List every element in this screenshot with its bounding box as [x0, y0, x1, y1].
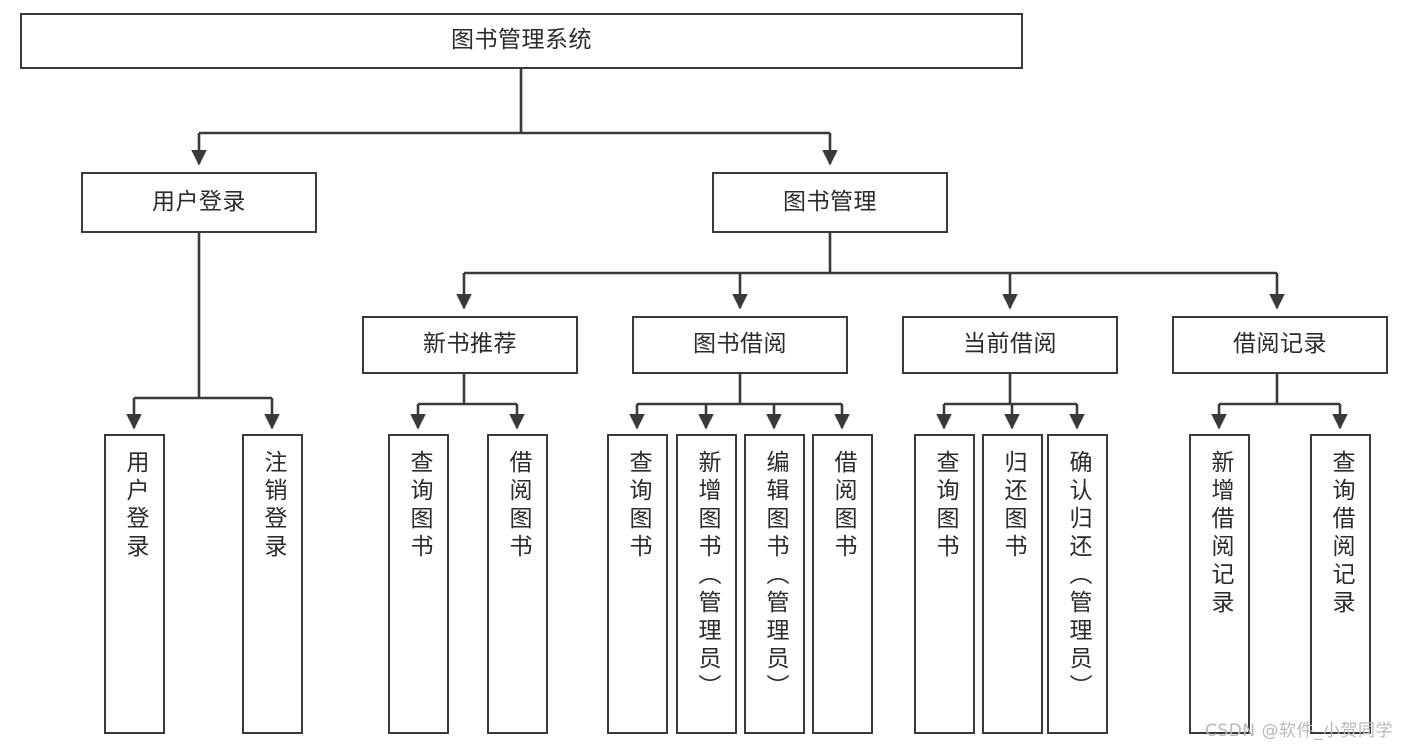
node-leaf-edit-book-admin[interactable]: 编辑图书（管理员）	[744, 434, 805, 734]
node-leaf-confirm-return-admin[interactable]: 确认归还（管理员）	[1047, 434, 1108, 734]
node-root[interactable]: 图书管理系统	[20, 13, 1023, 69]
node-label: 图书管理	[783, 188, 877, 215]
node-leaf-user-login[interactable]: 用户登录	[104, 434, 165, 734]
node-label: 用户登录	[122, 450, 148, 562]
node-leaf-borrow-book[interactable]: 借阅图书	[812, 434, 873, 734]
node-label: 用户登录	[152, 188, 246, 215]
node-label: 新增借阅记录	[1207, 450, 1233, 618]
node-label: 确认归还（管理员）	[1065, 450, 1091, 702]
node-label: 注销登录	[260, 450, 286, 562]
node-leaf-add-book-admin[interactable]: 新增图书（管理员）	[676, 434, 737, 734]
node-label: 借阅图书	[505, 450, 531, 562]
node-label: 图书借阅	[693, 331, 787, 358]
node-label: 编辑图书（管理员）	[762, 450, 788, 702]
node-label: 归还图书	[1000, 450, 1026, 562]
node-level3-book-borrowing[interactable]: 图书借阅	[632, 316, 848, 374]
node-leaf-logout[interactable]: 注销登录	[242, 434, 303, 734]
node-label: 查询图书	[932, 450, 958, 562]
node-level3-current-borrowing[interactable]: 当前借阅	[902, 316, 1118, 374]
node-label: 新书推荐	[423, 331, 517, 358]
node-label: 当前借阅	[963, 331, 1057, 358]
node-level2-user-login[interactable]: 用户登录	[81, 172, 317, 233]
node-label: 查询图书	[406, 450, 432, 562]
node-leaf-query-book-rec[interactable]: 查询图书	[388, 434, 449, 734]
node-label: 借阅图书	[830, 450, 856, 562]
node-leaf-return-book[interactable]: 归还图书	[982, 434, 1043, 734]
csdn-watermark: CSDN @软件_小贺同学	[1205, 721, 1393, 741]
node-label: 图书管理系统	[451, 27, 592, 54]
node-leaf-borrow-book-rec[interactable]: 借阅图书	[487, 434, 548, 734]
node-level3-new-book-recommendation[interactable]: 新书推荐	[362, 316, 578, 374]
node-leaf-query-borrow-record[interactable]: 查询借阅记录	[1310, 434, 1371, 734]
node-label: 新增图书（管理员）	[694, 450, 720, 702]
node-leaf-query-book-current[interactable]: 查询图书	[914, 434, 975, 734]
node-label: 查询图书	[625, 450, 651, 562]
node-label: 借阅记录	[1233, 331, 1327, 358]
node-level2-book-management[interactable]: 图书管理	[712, 172, 948, 233]
node-leaf-add-borrow-record[interactable]: 新增借阅记录	[1189, 434, 1250, 734]
node-leaf-query-book-borrow[interactable]: 查询图书	[607, 434, 668, 734]
node-label: 查询借阅记录	[1328, 450, 1354, 618]
node-level3-borrow-records[interactable]: 借阅记录	[1172, 316, 1388, 374]
